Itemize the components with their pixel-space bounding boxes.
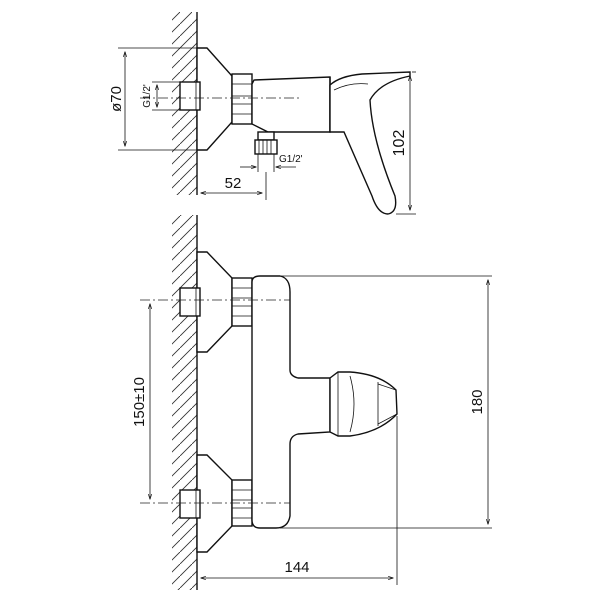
side-view: ø70 G1/2' 102 G1/2' 52 — [108, 12, 416, 215]
bottom-inlet-pipe — [179, 489, 201, 519]
mixer-body — [251, 76, 331, 133]
spacing-label: 150±10 — [131, 377, 148, 427]
inlet-thread-label: G1/2' — [142, 84, 153, 108]
mixer-body-front — [251, 275, 331, 529]
outlet-thread-label: G1/2' — [279, 154, 303, 165]
width-label: 144 — [284, 559, 309, 576]
handle-front — [329, 371, 398, 437]
front-view: 150±10 180 144 — [131, 215, 492, 590]
body-height-label: 180 — [469, 389, 486, 414]
height-label: 102 — [391, 130, 408, 157]
lever-handle — [329, 71, 411, 215]
top-hex-nut — [231, 277, 253, 327]
outlet-nipple — [257, 131, 275, 141]
top-inlet-pipe — [179, 287, 201, 317]
outlet-thread — [254, 139, 278, 155]
bottom-escutcheon — [196, 454, 233, 553]
escutcheon-cone — [196, 47, 233, 151]
wall-hatching-bottom — [172, 215, 197, 590]
depth-label: 52 — [225, 175, 242, 192]
inlet-pipe — [179, 81, 201, 111]
diameter-label: ø70 — [108, 86, 125, 112]
top-escutcheon — [196, 251, 233, 353]
hex-nut — [231, 73, 253, 125]
